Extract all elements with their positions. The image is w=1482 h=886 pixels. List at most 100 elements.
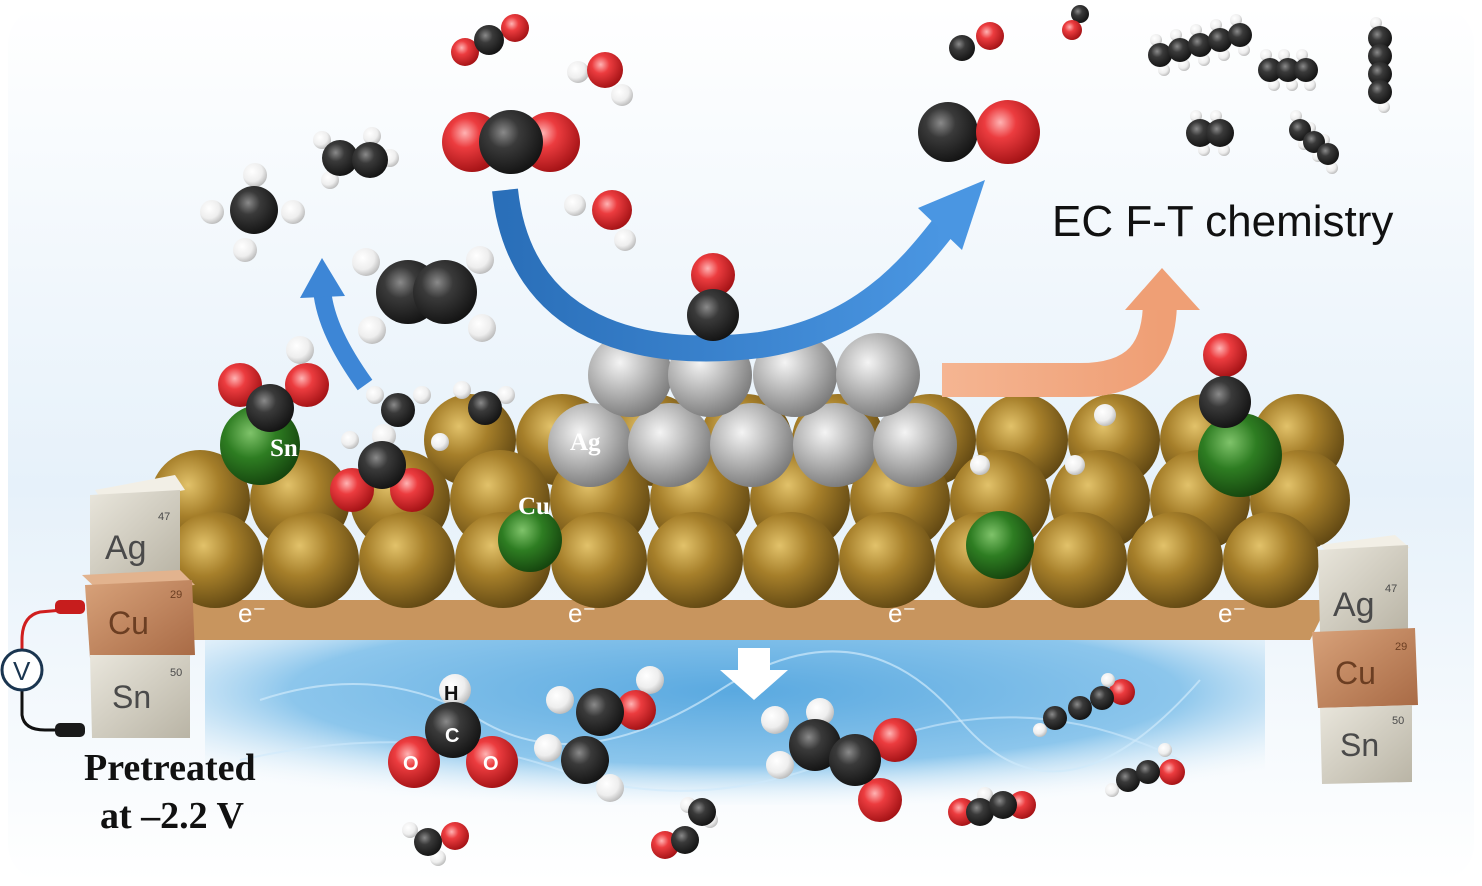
hydrogen-atom: [1304, 79, 1316, 91]
carbon-atom: [246, 384, 294, 432]
carbon-atom: [1090, 686, 1114, 710]
cu-atom: [263, 512, 359, 608]
hydrogen-atom: [636, 666, 664, 694]
carbon-atom: [1116, 768, 1140, 792]
sn-cube-symbol: Sn: [1340, 727, 1379, 763]
cu-atom: [359, 512, 455, 608]
ag-cube-number: 47: [1385, 583, 1397, 595]
carbon-atom: [1368, 26, 1392, 50]
carbon-atom: [687, 289, 739, 341]
hydrogen-atom: [468, 314, 496, 342]
oxygen-atom: [616, 690, 656, 730]
carbon-atom: [474, 25, 504, 55]
carbon-atom: [413, 260, 477, 324]
ag-atom: [710, 403, 794, 487]
cu-cube-number: 29: [1395, 641, 1407, 653]
ft-chemistry-arrowhead: [1125, 268, 1200, 310]
cu-label: Cu: [518, 493, 550, 520]
oxygen-atom: [501, 14, 529, 42]
cube-stack-right: Ag 47 Cu 29 Sn 50: [1312, 535, 1418, 784]
oxygen-atom: [441, 822, 469, 850]
oxygen-atom: [587, 52, 623, 88]
hydrogen-atom: [1105, 783, 1119, 797]
carbon-atom: [1368, 80, 1392, 104]
hydrogen-atom: [1065, 455, 1085, 475]
cu-atom: [839, 512, 935, 608]
hydrogen-atom: [1170, 29, 1182, 41]
hydrogen-atom: [431, 433, 449, 451]
hydrogen-atom: [1158, 743, 1172, 757]
carbon-atom: [414, 828, 442, 856]
voltmeter-label: V: [13, 656, 31, 686]
hydrogen-atom: [1210, 19, 1222, 31]
oxygen-atom: [592, 190, 632, 230]
hydrogen-atom: [567, 61, 589, 83]
pretreatment-line-1: Pretreated: [84, 747, 256, 789]
carbon-atom: [1199, 376, 1251, 428]
carbon-atom: [230, 186, 278, 234]
hydrogen-atom: [1290, 110, 1302, 122]
electron-label: e⁻: [888, 598, 916, 628]
carbon-atom: [1368, 62, 1392, 86]
hydrogen-atom: [466, 246, 494, 274]
oxygen-atom: [388, 736, 440, 788]
hydrogen-atom: [1278, 49, 1290, 61]
oxygen-atom: [1062, 20, 1082, 40]
carbon-atom: [966, 798, 994, 826]
sn-atom: [1198, 413, 1282, 497]
sn-cube: Sn 50: [90, 655, 190, 738]
ag-cube: Ag 47: [1318, 535, 1410, 632]
cu-cube-symbol: Cu: [1335, 655, 1376, 691]
carbon-atom: [352, 142, 388, 178]
ag-label: Ag: [570, 429, 601, 456]
hydrogen-atom: [970, 455, 990, 475]
cu-cube-number: 29: [170, 589, 182, 601]
ft-chemistry-arrow: [942, 299, 1177, 397]
carbon-atom: [789, 719, 841, 771]
hydrogen-atom: [1296, 49, 1308, 61]
cu-cube: Cu 29: [82, 570, 195, 658]
hydrogen-atom: [1238, 44, 1250, 56]
hydrogen-atom: [1218, 144, 1230, 156]
hydrogen-atom: [321, 171, 339, 189]
oxygen-atom: [1159, 759, 1185, 785]
hydrogen-atom: [1326, 162, 1338, 174]
sn-atom: [498, 508, 562, 572]
oxygen-atom: [285, 363, 329, 407]
ag-atom: [548, 403, 632, 487]
sn-cube-symbol: Sn: [112, 679, 151, 715]
hydrogen-atom: [1198, 54, 1210, 66]
carbon-atom: [1208, 28, 1232, 52]
carbon-atom: [1186, 119, 1214, 147]
carbon-atom: [1188, 33, 1212, 57]
hydrogen-atom: [363, 127, 381, 145]
carbon-atom: [479, 110, 543, 174]
carbon-atom: [1071, 5, 1089, 23]
carbon-atom: [1148, 43, 1172, 67]
carbon-atom: [949, 35, 975, 61]
cube-stack-left: Ag 47 Cu 29 Sn 50: [82, 475, 195, 738]
electron-label: e⁻: [1218, 598, 1246, 628]
electron-label: e⁻: [238, 598, 266, 628]
hydrogen-atom: [366, 386, 384, 404]
hydrogen-atom: [1101, 673, 1115, 687]
ag-cube: Ag 47: [90, 475, 185, 575]
ag-atom: [793, 403, 877, 487]
hydrogen-atom: [341, 431, 359, 449]
ag-cube-number: 47: [158, 511, 170, 523]
hydrogen-atom: [766, 751, 794, 779]
hydrogen-atom: [1230, 14, 1242, 26]
hydrogen-atom: [453, 381, 471, 399]
carbon-atom: [1276, 58, 1300, 82]
oxygen-atom: [1109, 679, 1135, 705]
carbon-atom: [1294, 58, 1318, 82]
ag-atom: [873, 403, 957, 487]
oxygen-atom: [873, 718, 917, 762]
hydrogen-atom: [286, 336, 314, 364]
cu-cube: Cu 29: [1312, 628, 1418, 708]
hydrogen-atom: [358, 316, 386, 344]
sn-cube-number: 50: [1392, 715, 1404, 727]
hydrogen-atom: [233, 238, 257, 262]
sn-cube: Sn 50: [1320, 705, 1412, 784]
ag-cube-symbol: Ag: [105, 529, 147, 567]
